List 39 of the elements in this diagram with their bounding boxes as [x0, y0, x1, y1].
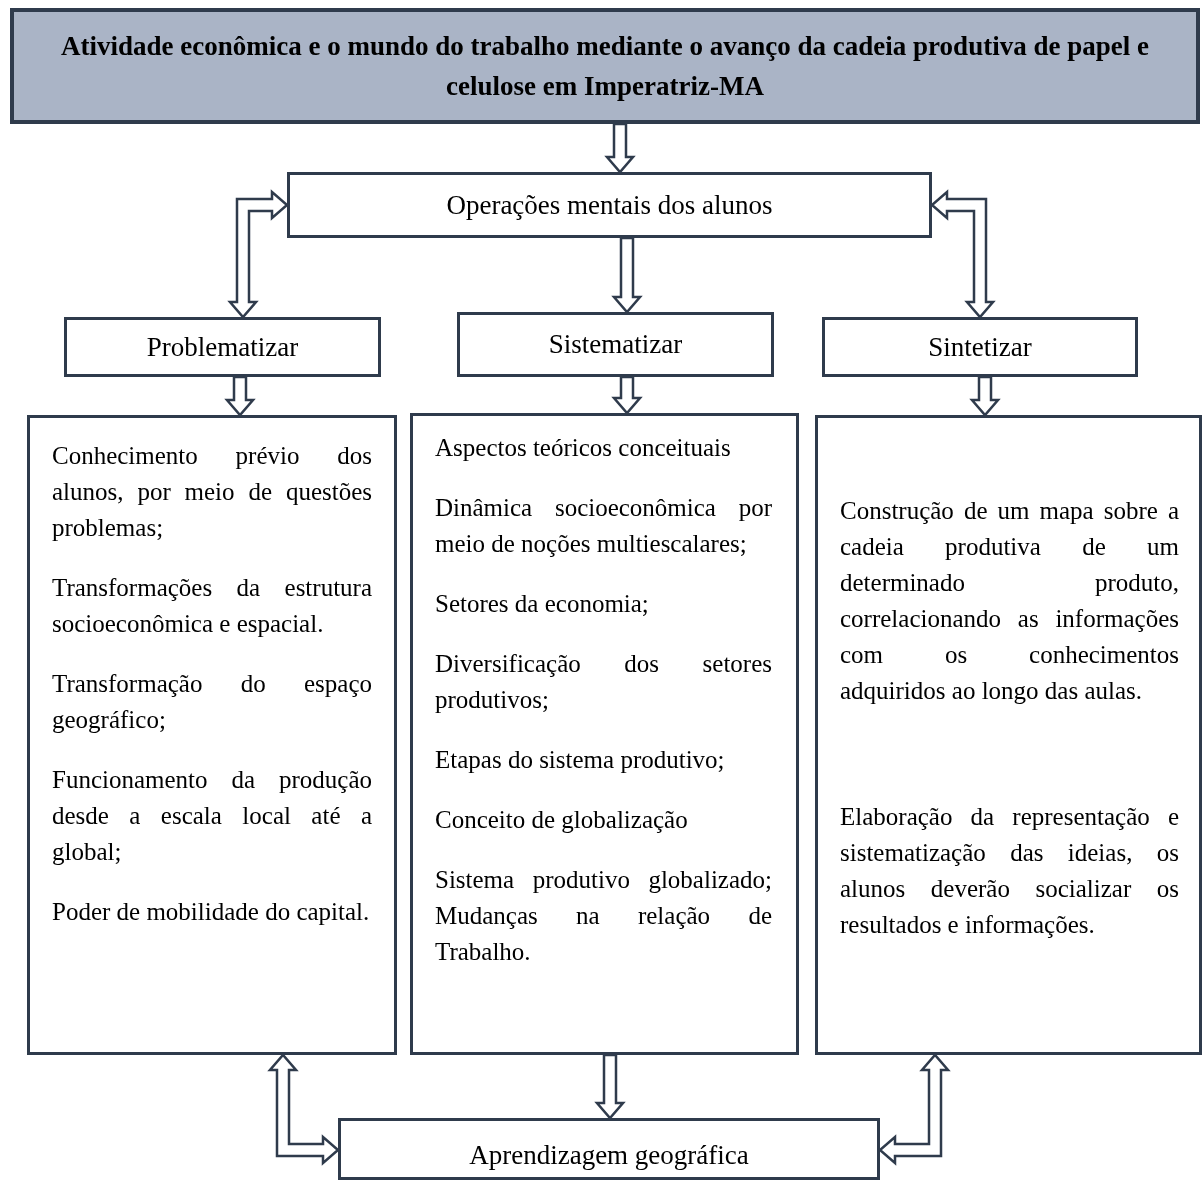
process-box	[64, 317, 381, 377]
paragraph: Construção de um mapa sobre a cadeia produtiva de um determinado produto, correlacionando as informações com os conhecimentos adquiridos ao longo das aulas.	[840, 496, 1179, 706]
paragraph: Conhecimento prévio dos alunos, por meio de questões problemas;	[52, 441, 372, 543]
paragraph: Etapas do sistema produtivo;	[435, 745, 726, 775]
content-box	[410, 413, 799, 1055]
process-box	[457, 312, 774, 377]
paragraph: Poder de mobilidade do capital.	[52, 897, 371, 927]
hollow-arrow	[594, 1053, 626, 1120]
process-box	[287, 172, 932, 238]
process-box	[338, 1118, 880, 1180]
paragraph: Transformação do espaço geográfico;	[52, 669, 372, 735]
paragraph: Aspectos teóricos conceituais	[435, 433, 732, 463]
hollow-arrow	[224, 375, 256, 417]
hollow-arrow	[611, 375, 643, 415]
process-box	[822, 317, 1138, 377]
title-text: Atividade econômica e o mundo do trabalho mediante o avanço da cadeia produtiva de papel e celulose em Imperatriz-MA	[60, 30, 1150, 103]
hollow-arrow	[227, 189, 289, 319]
hollow-arrow	[969, 375, 1001, 417]
content-box	[27, 415, 397, 1055]
paragraph: Funcionamento da produção desde a escala local até a global;	[52, 765, 372, 867]
box-label: Sintetizar	[928, 330, 1032, 364]
hollow-arrow	[878, 1053, 951, 1166]
title-box	[10, 8, 1200, 124]
box-label: Operações mentais dos alunos	[446, 188, 773, 222]
content-box	[815, 415, 1202, 1055]
box-label: Problematizar	[146, 330, 299, 364]
hollow-arrow	[604, 122, 636, 174]
hollow-arrow	[930, 189, 996, 319]
paragraph: Elaboração da representação e sistematização das ideias, os alunos deverão socializar os resultados e informações.	[840, 802, 1179, 940]
hollow-arrow	[611, 236, 643, 314]
box-label: Aprendizagem geográfica	[469, 1139, 749, 1172]
paragraph: Diversificação dos setores produtivos;	[435, 649, 772, 715]
box-label: Sistematizar	[548, 328, 683, 362]
paragraph: Setores da economia;	[435, 589, 650, 619]
hollow-arrow	[267, 1053, 340, 1166]
paragraph: Conceito de globalização	[435, 805, 689, 835]
paragraph: Sistema produtivo globalizado; Mudanças na relação de Trabalho.	[435, 865, 772, 967]
paragraph: Dinâmica socioeconômica por meio de noções multiescalares;	[435, 493, 772, 559]
paragraph: Transformações da estrutura socioeconômica e espacial.	[52, 573, 372, 639]
